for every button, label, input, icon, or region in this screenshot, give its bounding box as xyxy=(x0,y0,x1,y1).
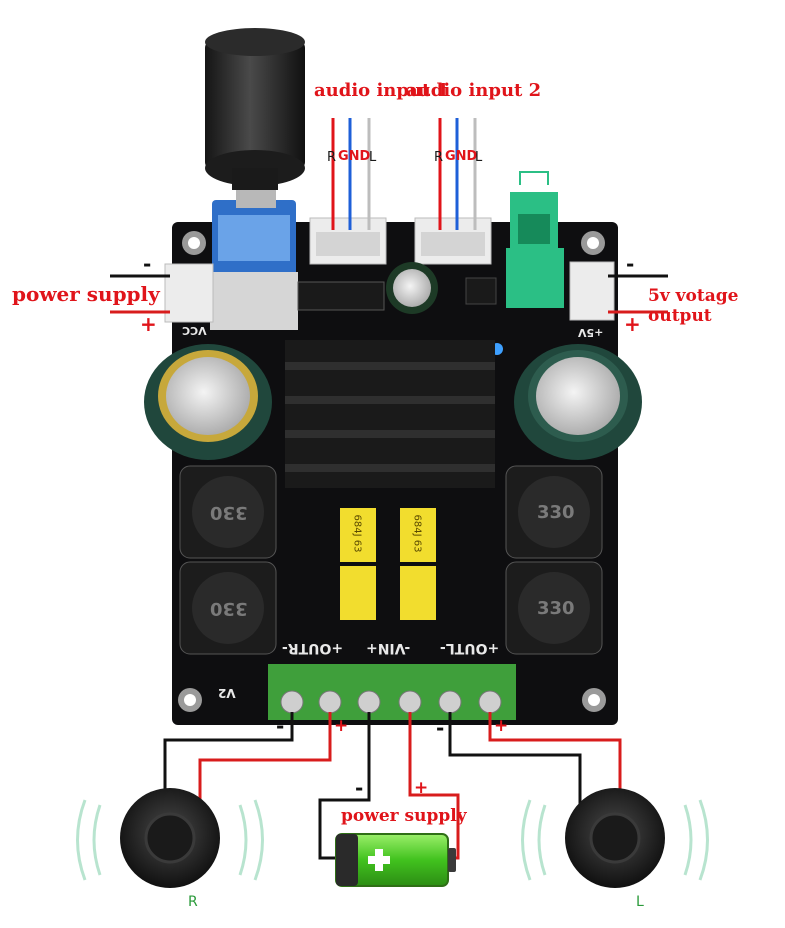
input2-pin-r: R xyxy=(434,150,444,165)
terminal-label-out-r: +OUTR- xyxy=(282,640,344,656)
film-cap-marking-1: 684J 63 xyxy=(351,514,363,553)
speaker-l-wires xyxy=(448,712,622,810)
out-l-plus-sign: + xyxy=(494,716,509,736)
speaker-left-label: L xyxy=(636,894,644,910)
out-r-minus-sign: - xyxy=(276,714,285,738)
terminal-label-vin: -VIN+ xyxy=(366,640,411,656)
power-input-connector xyxy=(110,263,214,323)
voltage-regulator xyxy=(465,277,497,305)
five-volt-plus-sign: + xyxy=(624,312,641,336)
speaker-r-wires xyxy=(163,712,332,810)
inductor-marking-br: 330 xyxy=(537,598,575,619)
version-silkscreen: V2 xyxy=(218,686,236,700)
input1-pin-r: R xyxy=(327,150,337,165)
battery-icon xyxy=(335,833,456,887)
inductor-bottom-right xyxy=(505,561,603,655)
mounting-holes xyxy=(178,231,606,712)
inductor-top-right xyxy=(505,465,603,559)
five-volt-output-connector xyxy=(569,261,668,321)
volume-knob xyxy=(205,28,305,190)
inductor-marking-tl: 330 xyxy=(210,502,248,523)
audio-input-2-connector xyxy=(414,118,492,265)
power-in-minus-sign: - xyxy=(143,252,152,276)
screw-terminal-block xyxy=(268,664,516,720)
heatsink xyxy=(285,340,495,488)
diode-d2 xyxy=(297,281,385,311)
audio-input-1-connector xyxy=(309,118,387,265)
plus-5v-silkscreen: +5V xyxy=(578,326,604,339)
film-capacitors xyxy=(340,508,436,620)
out-l-minus-sign: - xyxy=(436,716,445,740)
film-cap-marking-2: 684J 63 xyxy=(411,514,423,553)
vin-plus-sign: + xyxy=(414,778,429,798)
inductor-marking-bl: 330 xyxy=(210,598,248,619)
inductor-top-left xyxy=(179,465,277,559)
audio-input-1-label: audio input 1 xyxy=(314,80,450,101)
speaker-right-label: R xyxy=(188,894,198,910)
voltage-output-label: 5v votage output xyxy=(648,286,739,326)
small-capacitor xyxy=(386,262,438,314)
capacitor-c3 xyxy=(144,344,272,460)
volume-potentiometer xyxy=(210,178,298,330)
speaker-right xyxy=(76,788,264,888)
power-in-plus-sign: + xyxy=(140,312,157,336)
bottom-power-supply-label: power supply xyxy=(341,806,467,826)
capacitor-c4 xyxy=(514,344,642,460)
audio-input-2-label: audio input 2 xyxy=(406,80,542,101)
input2-pin-l: L xyxy=(475,150,483,165)
input1-pin-l: L xyxy=(369,150,377,165)
power-supply-label: power supply xyxy=(12,282,160,306)
terminal-label-out-l: +OUTL- xyxy=(440,640,500,656)
vcc-silkscreen: VCC xyxy=(182,324,207,337)
inductor-bottom-left xyxy=(179,561,277,655)
out-r-plus-sign: + xyxy=(334,716,349,736)
input2-pin-gnd: GND xyxy=(445,149,478,164)
vin-minus-sign: - xyxy=(355,776,364,800)
speaker-left xyxy=(521,788,709,888)
five-volt-minus-sign: - xyxy=(626,252,635,276)
audio-jack xyxy=(506,171,564,308)
inductor-marking-tr: 330 xyxy=(537,502,575,523)
input1-pin-gnd: GND xyxy=(338,149,371,164)
